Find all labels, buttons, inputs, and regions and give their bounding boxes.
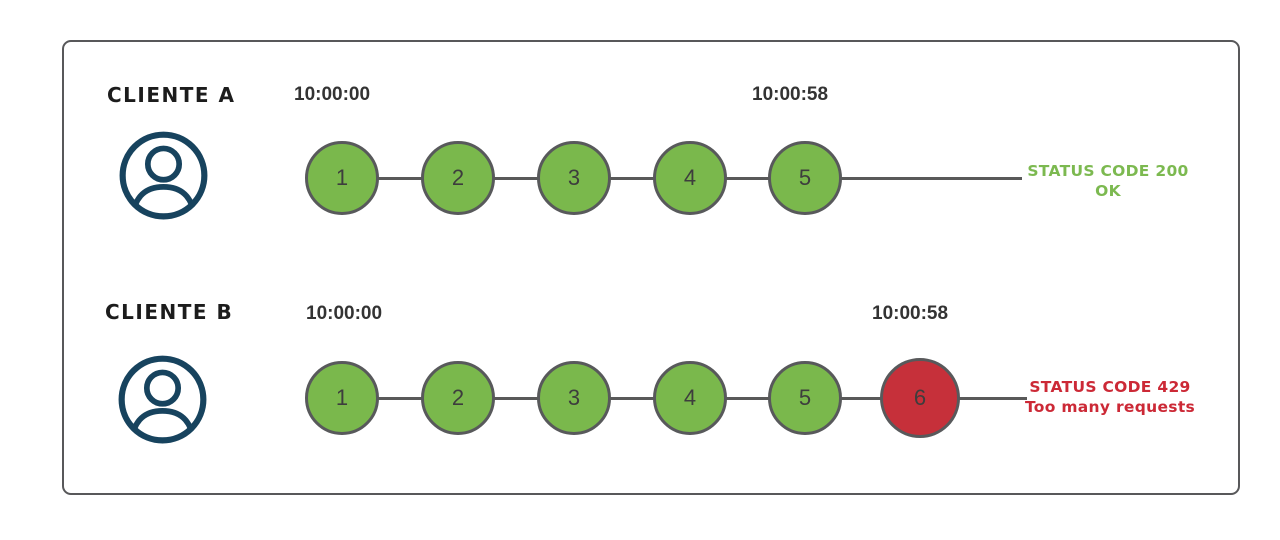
request-number: 3 (567, 385, 581, 410)
request-number: 1 (335, 165, 349, 190)
client-b-end-time: 10:00:58 (872, 303, 949, 324)
status-client-b: STATUS CODE 429 Too many requests (1010, 377, 1210, 417)
client-b-start-time: 10:00:00 (306, 303, 383, 324)
request-number: 4 (683, 385, 697, 410)
status-code-text: STATUS CODE 200 (1027, 162, 1189, 180)
request-circle: 3 (537, 361, 611, 435)
user-icon (119, 131, 208, 220)
request-circle: 4 (653, 361, 727, 435)
request-number: 2 (451, 165, 465, 190)
request-circle-blocked: 6 (880, 358, 960, 438)
request-circle: 1 (305, 141, 379, 215)
client-a-end-time: 10:00:58 (752, 84, 829, 105)
client-a-label: CLIENTE A (107, 83, 236, 107)
diagram-frame (62, 40, 1240, 495)
request-number: 3 (567, 165, 581, 190)
request-circle: 3 (537, 141, 611, 215)
request-number: 2 (451, 385, 465, 410)
request-number: 6 (913, 385, 927, 410)
request-number: 4 (683, 165, 697, 190)
request-number: 5 (798, 385, 812, 410)
status-code-text: STATUS CODE 429 (1029, 378, 1191, 396)
status-message-text: OK (1095, 182, 1121, 200)
request-circle: 5 (768, 141, 842, 215)
status-client-a: STATUS CODE 200 OK (1008, 161, 1208, 201)
client-a-start-time: 10:00:00 (294, 84, 371, 105)
request-number: 1 (335, 385, 349, 410)
request-number: 5 (798, 165, 812, 190)
request-circle: 4 (653, 141, 727, 215)
request-circle: 1 (305, 361, 379, 435)
request-circle: 2 (421, 361, 495, 435)
client-b-label: CLIENTE B (105, 300, 234, 324)
request-circle: 2 (421, 141, 495, 215)
status-message-text: Too many requests (1024, 398, 1196, 416)
user-icon (118, 355, 207, 444)
request-circle: 5 (768, 361, 842, 435)
